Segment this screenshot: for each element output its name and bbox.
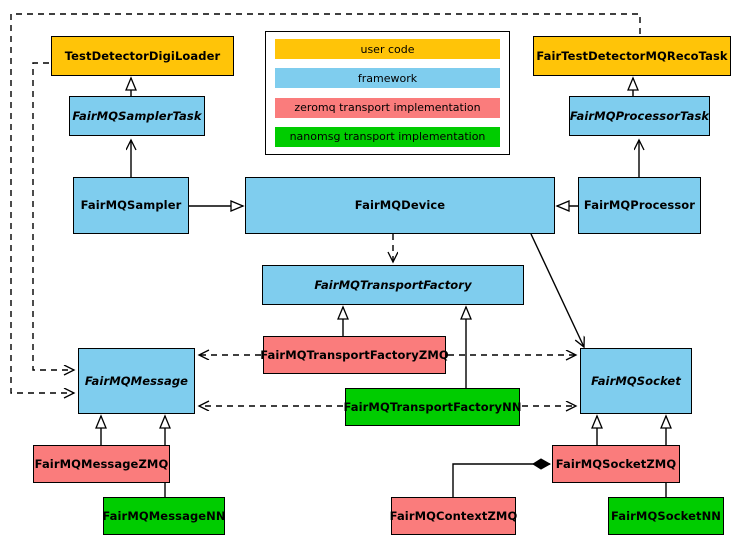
legend-label-zeromq: zeromq transport implementation — [294, 101, 481, 115]
class-node-fair-mq-socket-nn[interactable]: FairMQSocketNN — [608, 497, 724, 535]
class-node-test-detector-digi-loader[interactable]: TestDetectorDigiLoader — [51, 36, 234, 76]
class-node-fair-mq-transport-factory-nn[interactable]: FairMQTransportFactoryNN — [343, 388, 522, 426]
legend-label-nanomsg: nanomsg transport implementation — [289, 130, 486, 144]
class-node-fair-mq-socket-zmq[interactable]: FairMQSocketZMQ — [552, 445, 680, 483]
class-label: FairMQSamplerTask — [72, 108, 202, 123]
class-node-fair-mq-processor[interactable]: FairMQProcessor — [578, 177, 701, 234]
class-node-fair-mq-context-zmq[interactable]: FairMQContextZMQ — [389, 497, 518, 535]
class-node-fair-test-detector-mq-reco-task[interactable]: FairTestDetectorMQRecoTask — [533, 36, 731, 76]
class-label: FairMQMessage — [84, 373, 189, 388]
class-node-fair-mq-transport-factory[interactable]: FairMQTransportFactory — [262, 265, 524, 305]
edge-digiloader-to-message — [32, 62, 74, 370]
class-label: FairMQProcessorTask — [569, 108, 710, 123]
class-label: FairTestDetectorMQRecoTask — [536, 48, 728, 63]
class-node-fair-mq-message-zmq[interactable]: FairMQMessageZMQ — [33, 445, 170, 483]
class-node-fair-mq-message-nn[interactable]: FairMQMessageNN — [102, 497, 226, 535]
edge-device-to-socket — [530, 233, 584, 347]
legend-label-user-code: user code — [360, 42, 415, 56]
class-label: FairMQTransportFactory — [314, 277, 472, 292]
class-label: FairMQSampler — [80, 198, 182, 213]
legend-item-nanomsg: nanomsg transport implementation — [275, 126, 500, 147]
class-node-fair-mq-sampler[interactable]: FairMQSampler — [73, 177, 189, 234]
class-node-fair-mq-message[interactable]: FairMQMessage — [78, 348, 195, 414]
legend-label-framework: framework — [357, 71, 418, 85]
class-label: FairMQProcessor — [583, 198, 696, 213]
class-label: FairMQMessageNN — [102, 508, 226, 523]
class-label: FairMQSocket — [591, 373, 681, 388]
legend-item-zeromq: zeromq transport implementation — [275, 97, 500, 118]
legend-item-framework: framework — [275, 68, 500, 89]
class-label: TestDetectorDigiLoader — [64, 48, 221, 63]
class-label: FairMQTransportFactoryNN — [343, 399, 522, 414]
class-label: FairMQTransportFactoryZMQ — [260, 347, 449, 362]
class-node-fair-mq-sampler-task[interactable]: FairMQSamplerTask — [69, 96, 205, 136]
legend-box: user code framework zeromq transport imp… — [265, 31, 510, 155]
class-node-fair-mq-device[interactable]: FairMQDevice — [245, 177, 555, 234]
edge-contextzmq-to-socketzmq — [452, 458, 552, 497]
class-label: FairMQMessageZMQ — [34, 456, 169, 471]
class-node-fair-mq-processor-task[interactable]: FairMQProcessorTask — [569, 96, 710, 136]
class-node-fair-mq-socket[interactable]: FairMQSocket — [580, 348, 692, 414]
class-label: FairMQSocketNN — [610, 508, 722, 523]
class-label: FairMQSocketZMQ — [555, 456, 677, 471]
class-label: FairMQDevice — [354, 198, 446, 213]
class-node-fair-mq-transport-factory-zmq[interactable]: FairMQTransportFactoryZMQ — [260, 336, 449, 374]
legend-item-user-code: user code — [275, 39, 500, 59]
class-label: FairMQContextZMQ — [389, 508, 518, 523]
